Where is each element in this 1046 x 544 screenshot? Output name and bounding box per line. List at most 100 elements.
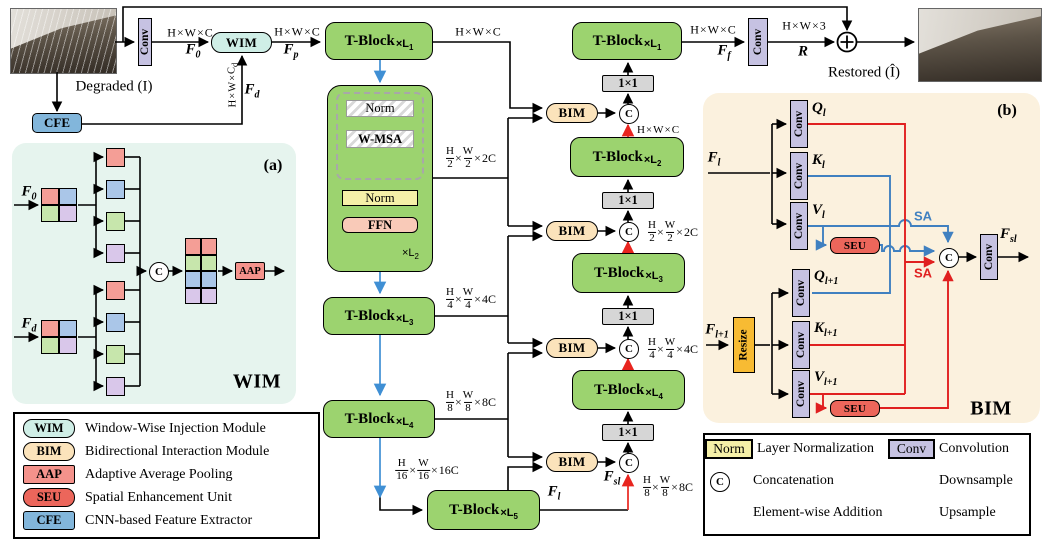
feature-cell bbox=[59, 320, 77, 337]
bim-concat-circle: C bbox=[939, 248, 959, 268]
sa-label-red: SA bbox=[913, 265, 933, 281]
fd-label: Fd bbox=[244, 81, 260, 101]
bim-fsl-label: Fsl bbox=[1000, 226, 1017, 245]
conv-v-l: Conv bbox=[790, 202, 808, 250]
legend-left: WIM Window-Wise Injection Module BIM Bid… bbox=[13, 412, 320, 539]
concat-circle-3: C bbox=[619, 339, 639, 359]
r-label: R bbox=[797, 43, 809, 60]
conv1x1-box-4: 1×1 bbox=[602, 424, 654, 441]
feature-cell bbox=[41, 337, 59, 354]
bim-badge-4: BIM bbox=[546, 452, 598, 472]
feature-cell bbox=[201, 254, 217, 271]
feature-cell bbox=[41, 205, 59, 222]
seu-block-l: SEU bbox=[830, 237, 880, 254]
decoder-tblock-3: T-Block×L3 bbox=[572, 253, 685, 293]
feature-cell bbox=[59, 337, 77, 354]
feature-cell bbox=[59, 205, 77, 222]
wim-input-grid-fd bbox=[41, 320, 77, 354]
dim-fp: H×W×C bbox=[274, 24, 320, 39]
wmsa-box: W-MSA bbox=[346, 130, 414, 148]
legend-right bbox=[703, 433, 1031, 536]
fsl-label: Fsl bbox=[603, 468, 621, 488]
legend-item-bim: BIM Bidirectional Interaction Module bbox=[23, 442, 269, 461]
concat-circle-2: C bbox=[619, 222, 639, 242]
conv-q-l: Conv bbox=[790, 100, 808, 148]
restored-label: Restored (Î) bbox=[827, 64, 901, 81]
conv-k-l: Conv bbox=[790, 152, 808, 200]
bim-wires-red bbox=[808, 123, 954, 414]
legend-item-aap: AAP Adaptive Average Pooling bbox=[23, 465, 233, 484]
v-l1-label: Vl+1 bbox=[814, 369, 838, 388]
q-l-label: Ql bbox=[812, 100, 826, 119]
ff-label: Ff bbox=[717, 42, 731, 62]
upsample-legend-text: Upsample bbox=[939, 505, 996, 520]
dim-fd: H×W×Cd bbox=[226, 62, 240, 108]
concat-legend-text: Concatenation bbox=[753, 473, 834, 488]
aap-block: AAP bbox=[235, 262, 265, 280]
sa-label-blue: SA bbox=[913, 208, 933, 224]
feature-cell bbox=[106, 345, 125, 364]
seu-legend-badge: SEU bbox=[23, 488, 75, 507]
k-l-label: Kl bbox=[812, 152, 825, 171]
panel-b-title: BIM bbox=[970, 397, 1012, 420]
feature-cell bbox=[106, 148, 125, 167]
wim-window-stack-f0 bbox=[106, 148, 125, 263]
conv-q-l1: Conv bbox=[792, 269, 810, 317]
wim-block: WIM bbox=[211, 32, 272, 53]
q-l1-label: Ql+1 bbox=[814, 268, 839, 287]
dim-enc-out: H×W×C bbox=[455, 24, 501, 39]
concat-circle-4: C bbox=[619, 453, 639, 473]
conv1x1-box-2: 1×1 bbox=[602, 192, 654, 209]
detail-mult-label: ×L2 bbox=[402, 247, 419, 262]
decoder-tblock-4: T-Block×L4 bbox=[572, 370, 685, 410]
dim-dec-1: H×W×C bbox=[636, 124, 680, 136]
concat-legend-icon: C bbox=[710, 472, 730, 492]
bim-badge-1: BIM bbox=[546, 103, 598, 123]
k-l1-label: Kl+1 bbox=[814, 320, 838, 339]
wim-window-stack-fd bbox=[106, 281, 125, 396]
legend-item-seu: SEU Spatial Enhancement Unit bbox=[23, 488, 232, 507]
conv-out-bim: Conv bbox=[980, 234, 998, 280]
conv1x1-box-1: 1×1 bbox=[602, 75, 654, 92]
wim-f0-label: F0 bbox=[21, 183, 37, 203]
concat-circle-1: C bbox=[619, 104, 639, 124]
feature-cell bbox=[185, 254, 201, 271]
aap-legend-badge: AAP bbox=[23, 465, 75, 484]
feature-cell bbox=[59, 188, 77, 205]
norm2-box: Norm bbox=[342, 190, 418, 206]
norm-legend-badge: Norm bbox=[705, 439, 753, 459]
wim-concat-circle: C bbox=[149, 262, 169, 282]
conv-in-label: Conv bbox=[139, 28, 152, 56]
rain-streaks-overlay bbox=[11, 9, 116, 73]
restored-image bbox=[918, 8, 1042, 82]
wim-concat-grid bbox=[185, 238, 217, 304]
dim-r: H×W×3 bbox=[782, 18, 826, 33]
panel-b-tag: (b) bbox=[997, 102, 1017, 119]
bim-badge-2: BIM bbox=[546, 221, 598, 241]
resize-block: Resize bbox=[733, 317, 755, 373]
conv-legend-badge: Conv bbox=[888, 439, 935, 459]
downsample-legend-text: Downsample bbox=[939, 473, 1013, 488]
encoder-tblock-4: T-Block×L4 bbox=[323, 400, 435, 438]
seu-block-l1: SEU bbox=[830, 400, 880, 417]
wiring-black bbox=[14, 6, 1030, 516]
cfe-legend-badge: CFE bbox=[23, 511, 75, 530]
wim-fd-label: Fd bbox=[21, 315, 37, 335]
conv-k-l1: Conv bbox=[792, 321, 810, 369]
norm-legend-text: Layer Normalization bbox=[757, 441, 875, 456]
fp-label: Fp bbox=[283, 41, 299, 61]
bim-fl-label: Fl bbox=[707, 149, 721, 169]
norm1-box: Norm bbox=[346, 100, 414, 117]
degraded-label: Degraded (I) bbox=[75, 78, 153, 95]
wim-legend-badge: WIM bbox=[23, 419, 75, 438]
degraded-image bbox=[10, 8, 117, 74]
f0-label: F0 bbox=[185, 41, 201, 61]
conv-legend-text: Convolution bbox=[939, 441, 1010, 456]
feature-cell bbox=[106, 180, 125, 199]
bim-legend-badge: BIM bbox=[23, 442, 75, 461]
bim-fl1-label: Fl+1 bbox=[705, 321, 729, 341]
